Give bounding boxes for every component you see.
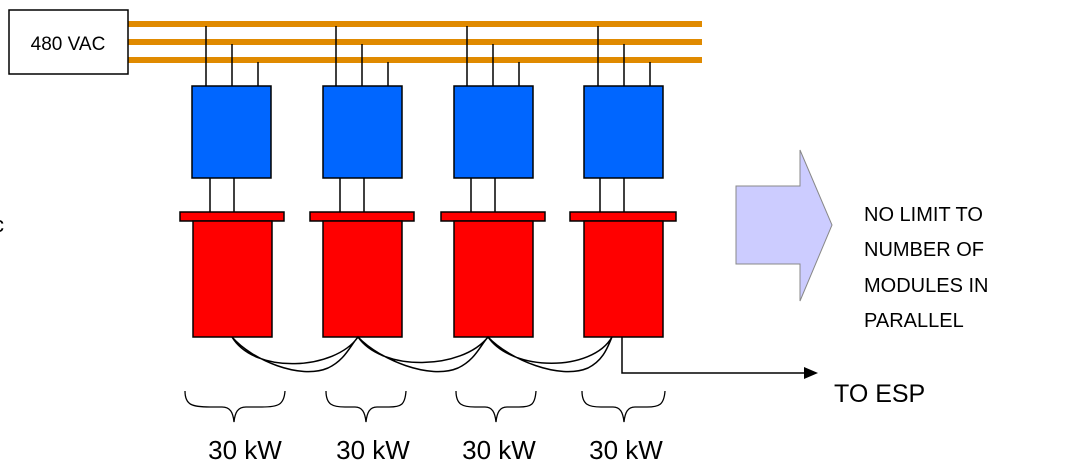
converter-block xyxy=(453,85,534,179)
transformer-cap xyxy=(440,211,546,222)
module-power-label: 30 kW xyxy=(462,435,536,465)
clipped-edge-glyph: c xyxy=(0,212,4,237)
module-braces xyxy=(184,390,666,423)
module-brace xyxy=(455,390,537,423)
converter-block xyxy=(583,85,664,179)
transformer-block xyxy=(192,220,273,338)
module-2 xyxy=(309,26,415,338)
expansion-arrow xyxy=(735,149,833,302)
note-line: PARALLEL xyxy=(864,310,964,332)
supply-label: 480 VAC xyxy=(31,34,106,55)
scalability-note: NO LIMIT TO NUMBER OF MODULES IN PARALLE… xyxy=(864,204,988,332)
module-brace xyxy=(184,390,286,423)
converter-block xyxy=(322,85,403,179)
note-line: NO LIMIT TO xyxy=(864,204,983,226)
module-4 xyxy=(569,26,677,338)
supply-box: 480 VAC xyxy=(8,9,129,75)
transformer-block xyxy=(453,220,534,338)
transformer-block xyxy=(583,220,664,338)
output-arrowhead xyxy=(804,367,818,379)
module-power-label: 30 kW xyxy=(208,435,282,465)
right-arrow-icon xyxy=(735,149,833,302)
ac-bus xyxy=(120,21,702,63)
module-1 xyxy=(179,26,285,338)
bus-bar-phase-2 xyxy=(120,39,702,45)
output-connection: TO ESP xyxy=(621,337,925,408)
transformer-block xyxy=(322,220,403,338)
supply-box-frame xyxy=(8,9,129,75)
transformer-cap xyxy=(179,211,285,222)
module-power-labels: 30 kW 30 kW 30 kW 30 kW xyxy=(208,435,663,465)
transformer-cap xyxy=(569,211,677,222)
bus-bar-phase-1 xyxy=(120,21,702,27)
note-line: MODULES IN xyxy=(864,275,988,297)
converter-block xyxy=(191,85,272,179)
module-3 xyxy=(440,26,546,338)
parallel-output-cable xyxy=(231,335,613,373)
module-brace xyxy=(325,390,407,423)
transformer-cap xyxy=(309,211,415,222)
module-power-label: 30 kW xyxy=(589,435,663,465)
module-brace xyxy=(581,390,666,423)
note-line: NUMBER OF xyxy=(864,239,984,261)
output-wire xyxy=(621,337,806,374)
bus-bar-phase-3 xyxy=(120,57,702,63)
output-label: TO ESP xyxy=(834,380,925,408)
module-power-label: 30 kW xyxy=(336,435,410,465)
